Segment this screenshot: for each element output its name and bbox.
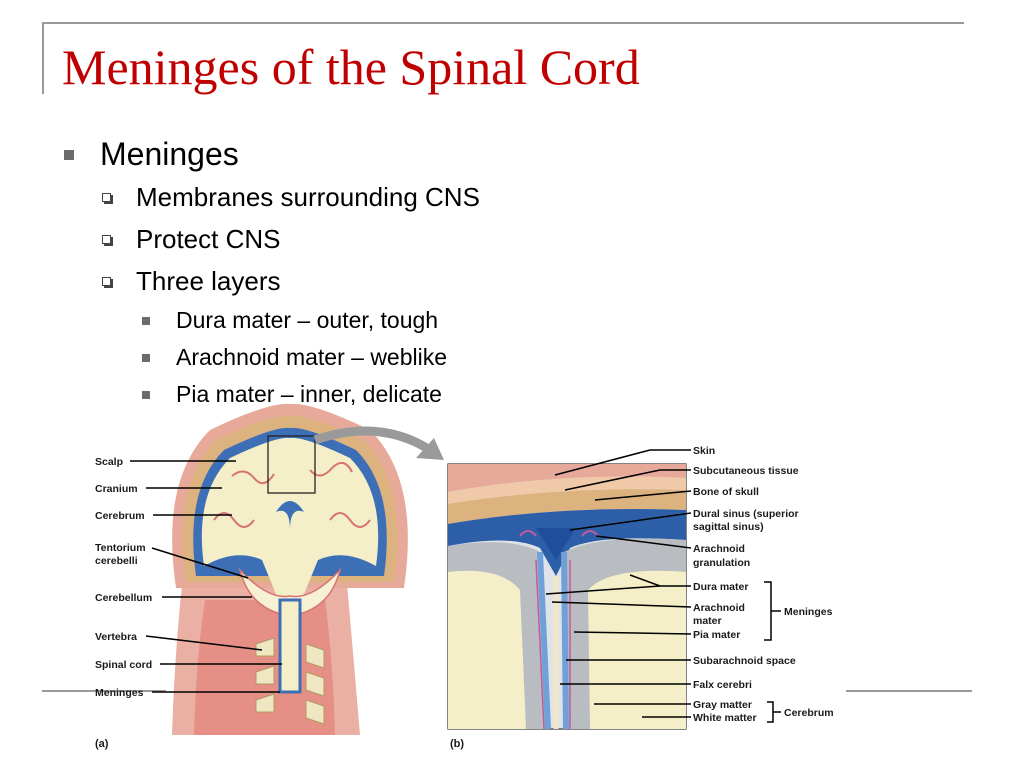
left-white-matter [448,570,526,729]
arachnoid-layer [537,551,569,730]
label-dural-sinus: Dural sinus (superior [693,508,799,520]
label-pia-mater: Pia mater [693,629,740,641]
label-falx-cerebri: Falx cerebri [693,679,752,691]
frame-bottom-rule-right [846,690,972,692]
right-white-matter [588,570,686,729]
frame-top-rule [42,22,964,24]
dura-band [448,508,686,576]
panel-a-illustration [172,403,444,735]
square-bullet-icon [142,354,150,362]
panel-a-label: (a) [95,738,109,750]
skin-layer [448,464,686,492]
label-cerebrum-group: Cerebrum [784,707,834,719]
bullet-level3: Arachnoid mater – weblike [62,339,480,376]
bullet-level2: Protect CNS [62,218,480,260]
label-meninges-group: Meninges [784,606,833,618]
zoom-box [267,435,316,494]
label-arachnoid-mater-2: mater [693,615,722,627]
frame-bottom-rule-left [42,690,166,692]
square-bullet-icon [142,391,150,399]
bullet-text: Dura mater – outer, tough [176,307,439,333]
label-arachnoid-mater: Arachnoid [693,602,745,614]
label-cerebrum: Cerebrum [95,510,145,522]
label-bone: Bone of skull [693,486,759,498]
label-arachnoid-granulation: Arachnoid [693,543,745,555]
bullet-level3: Dura mater – outer, tough [62,302,480,339]
hollow-square-bullet-icon [102,277,111,286]
bullet-text: Arachnoid mater – weblike [176,344,448,370]
dural-sinus [536,528,576,560]
label-tentorium-2: cerebelli [95,555,138,567]
label-dura-mater: Dura mater [693,581,748,593]
label-skin: Skin [693,445,715,457]
arachnoid-granulation [519,530,599,537]
label-arachnoid-granulation-2: granulation [693,557,750,569]
bullet-text: Three layers [136,266,281,296]
hollow-square-bullet-icon [102,235,111,244]
bone-layer [448,489,686,524]
bullet-list: Meninges Membranes surrounding CNS Prote… [62,132,480,413]
label-cerebellum: Cerebellum [95,592,152,604]
label-dural-sinus-2: sagittal sinus) [693,521,764,533]
slide-title: Meninges of the Spinal Cord [62,39,640,95]
bullet-text: Pia mater – inner, delicate [176,381,442,407]
label-subcutaneous: Subcutaneous tissue [693,465,799,477]
zoom-arrowhead [416,438,444,460]
frame-left-rule [42,22,44,94]
bullet-text: Protect CNS [136,224,281,254]
spinal-cord-a [278,598,302,694]
label-subarachnoid-space: Subarachnoid space [693,655,796,667]
ventricle [276,501,304,530]
label-cranium: Cranium [95,483,138,495]
bullet-level1: Meninges [62,132,480,176]
label-gray-matter: Gray matter [693,699,752,711]
label-white-matter: White matter [693,712,757,724]
zoom-arrow [313,426,433,454]
square-bullet-icon [142,317,150,325]
hollow-square-bullet-icon [102,193,111,202]
bullet-level2: Membranes surrounding CNS [62,176,480,218]
panel-b-label: (b) [450,738,464,750]
panel-b-illustration [447,463,687,730]
bullet-level3: Pia mater – inner, delicate [62,376,480,413]
pia-layer [535,559,571,730]
meninges-bracket [764,581,772,641]
label-tentorium: Tentorium [95,542,146,554]
bullet-level2: Three layers [62,260,480,302]
label-spinal-cord: Spinal cord [95,659,152,671]
label-meninges-a: Meninges [95,687,144,699]
cortex-folds [213,461,371,528]
bullet-text: Meninges [100,136,239,172]
cerebrum-bracket [767,701,774,723]
vertebrae [255,637,325,725]
cerebellum [238,567,342,617]
label-scalp: Scalp [95,456,123,468]
bullet-text: Membranes surrounding CNS [136,182,480,212]
label-vertebra: Vertebra [95,631,137,643]
square-bullet-icon [64,150,74,160]
